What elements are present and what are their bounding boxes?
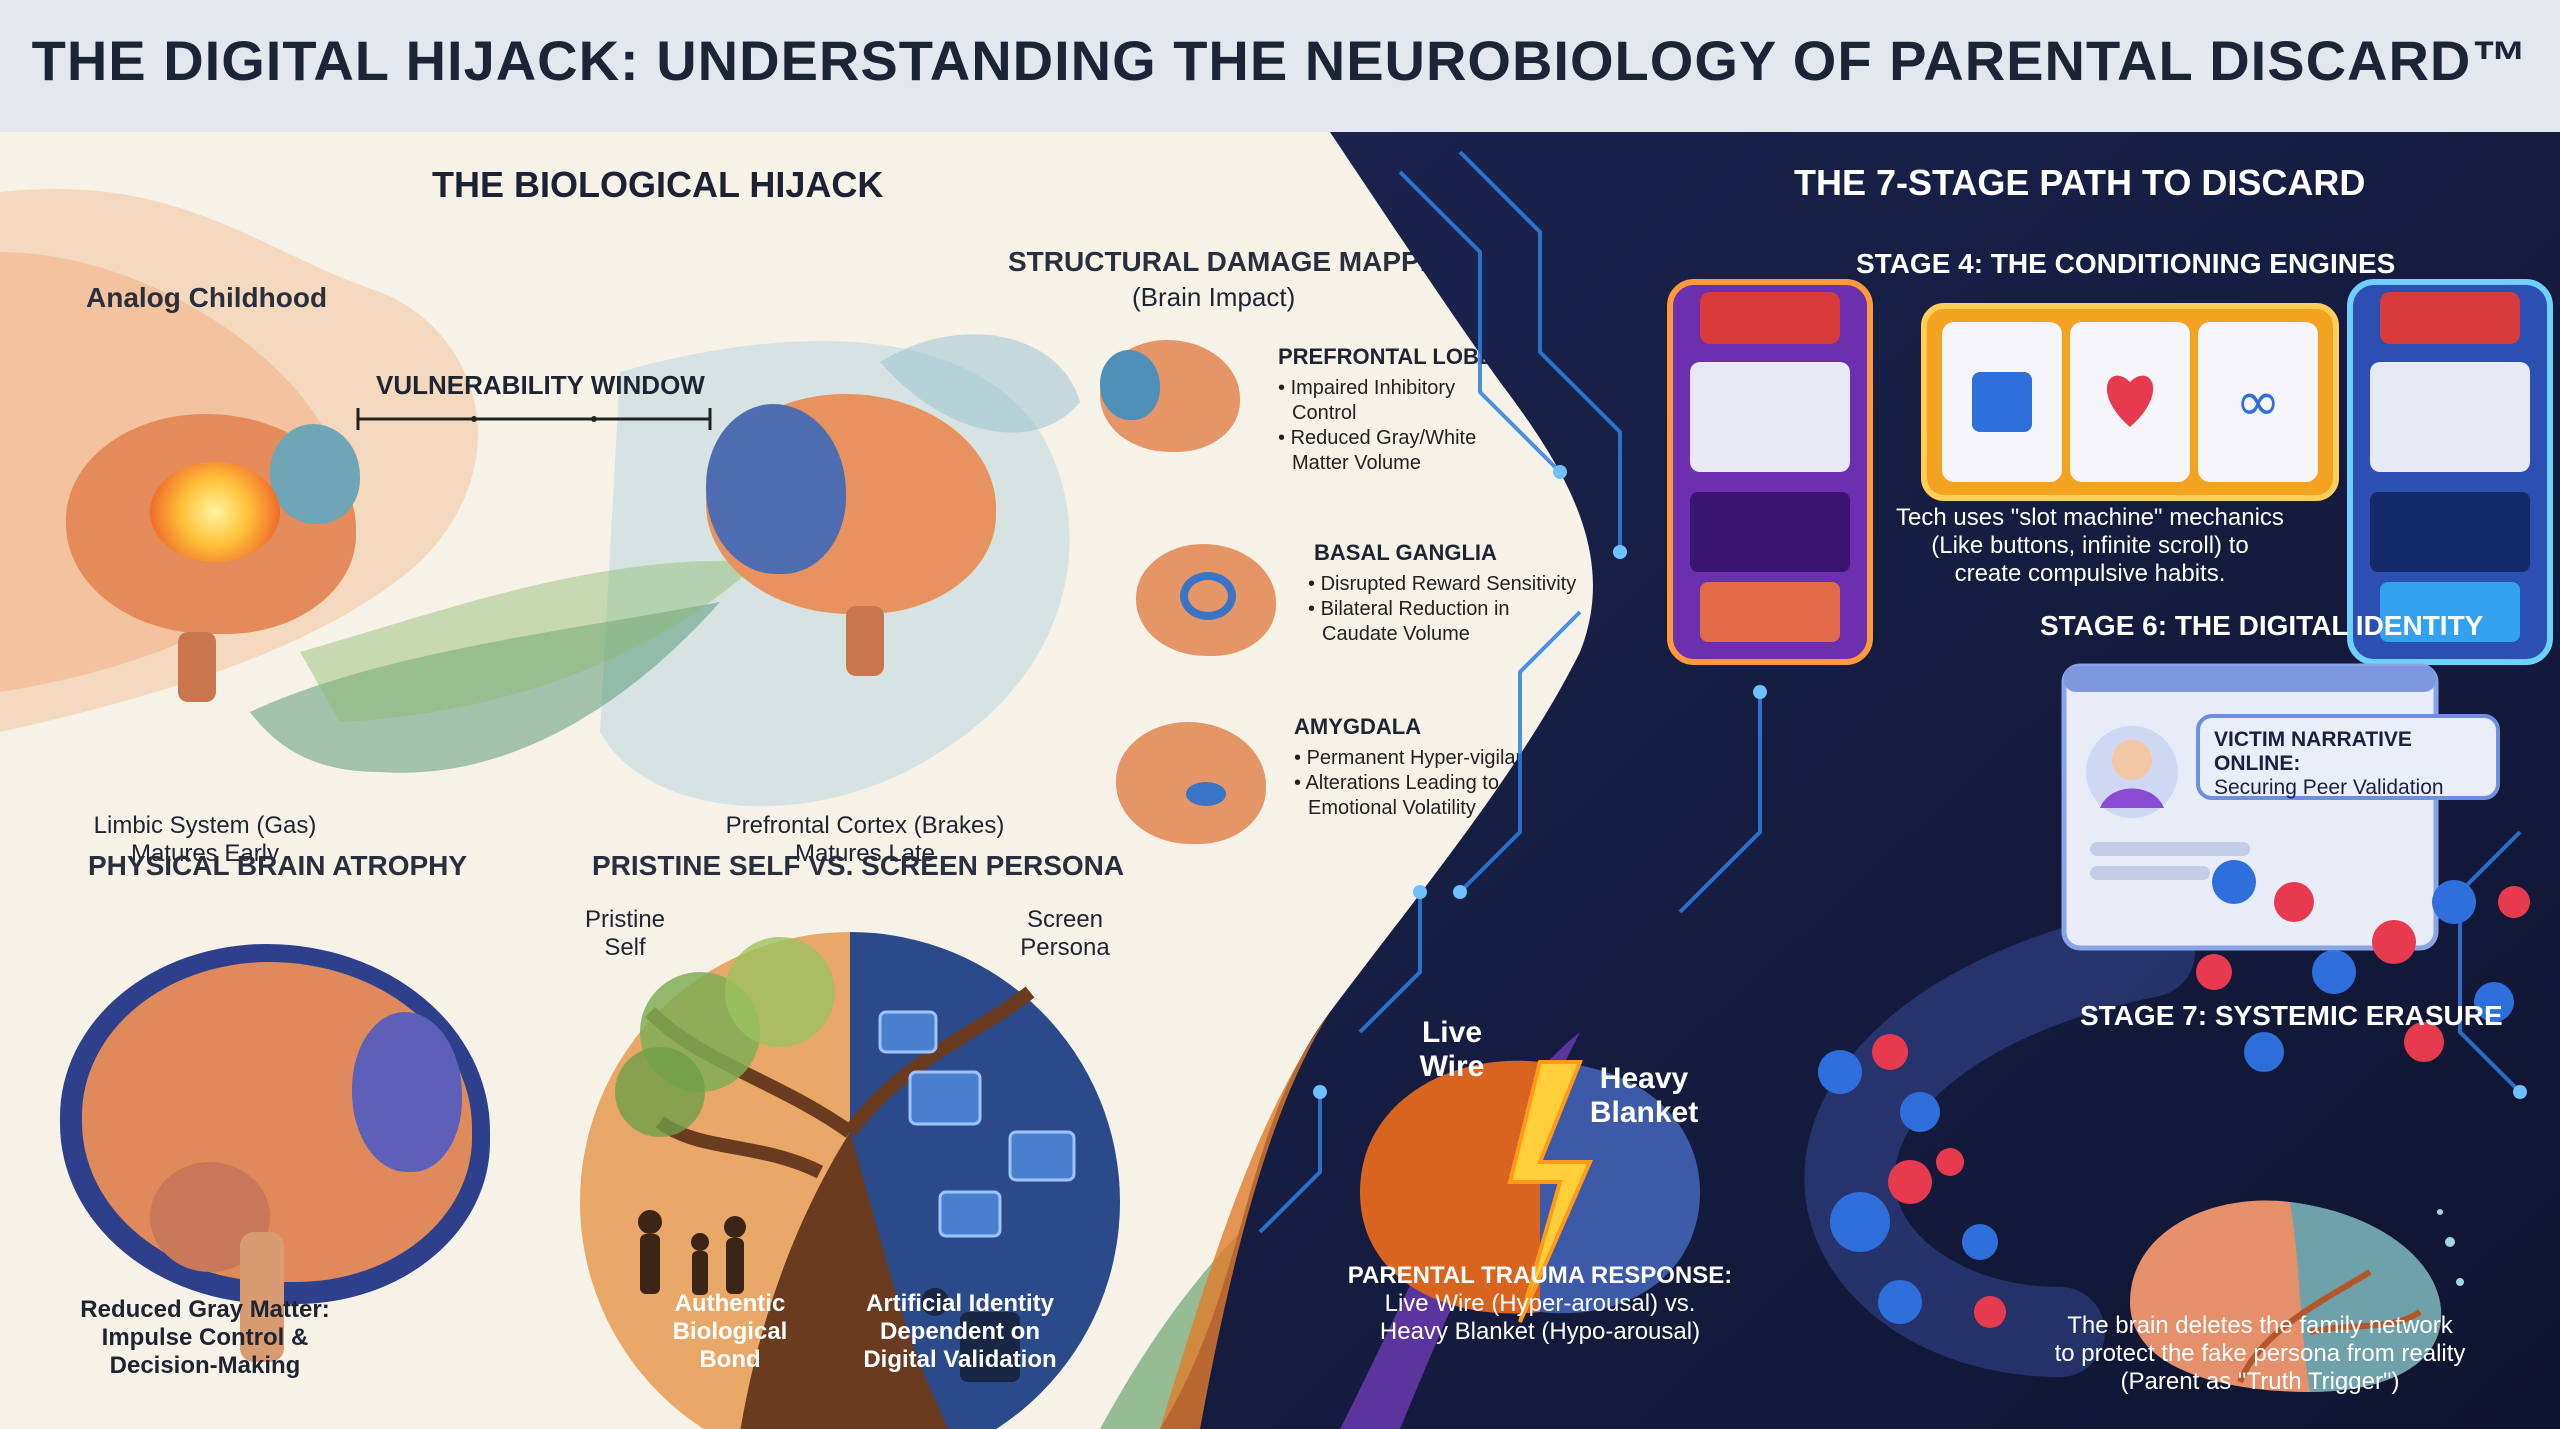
limbic-brainstem	[178, 632, 216, 702]
vulnerability-window-bracket	[356, 408, 712, 430]
stage7-caption-line3: (Parent as "Truth Trigger")	[2120, 1368, 2400, 1395]
prefrontal-bullet2: Reduced Gray/White	[1290, 427, 1477, 449]
stage6-heading: STAGE 6: THE DIGITAL IDENTITY	[2040, 610, 2484, 641]
region-name-basal-ganglia: BASAL GANGLIA	[1314, 540, 1497, 565]
trauma-caption: PARENTAL TRAUMA RESPONSE: Live Wire (Hyp…	[1330, 1262, 1750, 1346]
amygdala-brain-icon	[1116, 722, 1266, 844]
left-panel: THE BIOLOGICAL HIJACK Analog Childhood V…	[0, 132, 1700, 1429]
pristine-heading: PRISTINE SELF VS. SCREEN PERSONA	[592, 850, 1125, 881]
bubble-line2: Securing Peer Validation	[2214, 776, 2444, 799]
limbic-caption: Limbic System (Gas) Matures Early	[40, 812, 370, 868]
screen-persona-line1: Screen	[1026, 906, 1104, 933]
header-bar: THE DIGITAL HIJACK: UNDERSTANDING THE NE…	[0, 0, 2560, 132]
prefrontal-caption: Prefrontal Cortex (Brakes) Matures Late	[690, 812, 1040, 868]
basal-bullet2-cont: Caudate Volume	[1322, 623, 1470, 645]
region-bullets-amygdala: • Permanent Hyper-vigilance • Alteration…	[1294, 747, 1548, 819]
atrophy-caption-line3: Decision-Making	[109, 1352, 301, 1379]
artificial-identity-caption: Artificial Identity Dependent on Digital…	[840, 1290, 1080, 1374]
slot-machine-right	[2347, 279, 2553, 665]
live-word: Live	[1421, 1016, 1483, 1049]
authentic-line2: Biological	[672, 1318, 788, 1345]
stage7-caption-line2: to protect the fake persona from reality	[2054, 1340, 2466, 1367]
stage4-caption-line1: Tech uses "slot machine" mechanics	[1896, 504, 2284, 531]
region-bullets-basal-ganglia: • Disrupted Reward Sensitivity • Bilater…	[1308, 573, 1577, 645]
amygdala-bullet2-cont: Emotional Volatility	[1308, 797, 1476, 819]
basal-ganglia-highlight	[1180, 572, 1236, 620]
analog-childhood-label: Analog Childhood	[86, 282, 328, 313]
trauma-caption-line3: Heavy Blanket (Hypo-arousal)	[1379, 1318, 1701, 1345]
limbic-caption-line2: Matures Early	[130, 840, 280, 867]
stage4-caption-line3: create compulsive habits.	[1954, 560, 2226, 587]
reaction-icons-cluster	[2196, 860, 2530, 1072]
region-bullets-prefrontal: • Impaired Inhibitory Control • Reduced …	[1278, 377, 1477, 474]
prefrontal-brain-front-region	[706, 404, 846, 574]
prefrontal-brainstem	[846, 606, 884, 676]
limbic-brain-front-region	[270, 424, 360, 524]
prefrontal-bullet1: Impaired Inhibitory	[1290, 377, 1456, 399]
authentic-bond-caption: Authentic Biological Bond	[650, 1290, 810, 1374]
stage4-caption-line2: (Like buttons, infinite scroll) to	[1931, 532, 2249, 559]
atrophy-heading: PHYSICAL BRAIN ATROPHY	[88, 850, 468, 881]
svg-text:∞: ∞	[2236, 370, 2281, 433]
victim-narrative-bubble: VICTIM NARRATIVE ONLINE: Securing Peer V…	[2196, 714, 2500, 800]
pristine-self-line2: Self	[604, 934, 646, 961]
stage4-heading: STAGE 4: THE CONDITIONING ENGINES	[1856, 248, 2396, 279]
artificial-line2: Dependent on	[880, 1318, 1040, 1345]
digital-identity-window	[2061, 663, 2439, 951]
basal-bullet2: Bilateral Reduction in	[1320, 598, 1510, 620]
prefrontal-caption-line1: Prefrontal Cortex (Brakes)	[725, 812, 1005, 839]
atrophy-brainstem	[240, 1232, 284, 1362]
atrophy-caption-line2: Impulse Control &	[101, 1324, 309, 1351]
atrophy-highlight-region	[352, 1012, 462, 1172]
amygdala-bullet2: Alterations Leading to	[1305, 772, 1499, 794]
stage7-caption-line1: The brain deletes the family network	[2067, 1312, 2453, 1339]
stage7-heading: STAGE 7: SYSTEMIC ERASURE	[2080, 1000, 2503, 1031]
vulnerability-window-label: VULNERABILITY WINDOW	[376, 370, 705, 400]
wire-word: Wire	[1419, 1050, 1485, 1083]
limbic-glow	[150, 462, 280, 562]
limbic-caption-line1: Limbic System (Gas)	[93, 812, 317, 839]
stage7-caption: The brain deletes the family network to …	[2010, 1312, 2510, 1396]
amygdala-bullet1: Permanent Hyper-vigilance	[1306, 747, 1548, 769]
heavy-word: Heavy	[1599, 1062, 1689, 1095]
stage4-caption: Tech uses "slot machine" mechanics (Like…	[1880, 504, 2300, 588]
heavy-blanket-label: Heavy Blanket	[1584, 1062, 1704, 1130]
atrophy-caption-line1: Reduced Gray Matter:	[80, 1296, 330, 1323]
artificial-line1: Artificial Identity	[865, 1290, 1055, 1317]
region-name-prefrontal: PREFRONTAL LOBE	[1278, 344, 1494, 369]
region-name-amygdala: AMYGDALA	[1294, 714, 1422, 739]
atrophy-caption-text: Reduced Gray Matter: Impulse Control & D…	[50, 1296, 360, 1380]
left-background-art	[0, 188, 1400, 1429]
prefrontal-bullet2-cont: Matter Volume	[1292, 452, 1421, 474]
like-stream-icons	[1818, 1034, 2006, 1328]
screen-persona-line2: Persona	[1020, 934, 1110, 961]
page-title: THE DIGITAL HIJACK: UNDERSTANDING THE NE…	[31, 29, 2529, 92]
biological-hijack-heading: THE BIOLOGICAL HIJACK	[432, 164, 884, 205]
prefrontal-caption-line2: Matures Late	[794, 840, 936, 867]
pristine-self-line1: Pristine	[584, 906, 666, 933]
slot-reel-panel: ∞	[1921, 303, 2339, 501]
amygdala-highlight	[1186, 782, 1226, 806]
bubble-line1: VICTIM NARRATIVE ONLINE:	[2214, 728, 2412, 775]
structural-subheading: (Brain Impact)	[1132, 282, 1296, 312]
structural-heading: STRUCTURAL DAMAGE MAPPING	[1008, 246, 1470, 277]
pristine-self-label: Pristine Self	[560, 906, 690, 962]
screen-persona-label: Screen Persona	[1000, 906, 1130, 962]
authentic-line3: Bond	[699, 1346, 761, 1373]
path-heading: THE 7-STAGE PATH TO DISCARD	[1794, 162, 2366, 203]
prefrontal-bullet1-cont: Control	[1292, 402, 1357, 424]
prefrontal-lobe-highlight	[1100, 350, 1160, 420]
authentic-line1: Authentic	[674, 1290, 786, 1317]
blanket-word: Blanket	[1589, 1096, 1699, 1129]
basal-bullet1: Disrupted Reward Sensitivity	[1320, 573, 1577, 595]
trauma-caption-line1: PARENTAL TRAUMA RESPONSE:	[1347, 1262, 1733, 1289]
live-wire-label: Live Wire	[1412, 1016, 1492, 1084]
trauma-caption-line2: Live Wire (Hyper-arousal) vs.	[1384, 1290, 1696, 1317]
artificial-line3: Digital Validation	[863, 1346, 1057, 1373]
